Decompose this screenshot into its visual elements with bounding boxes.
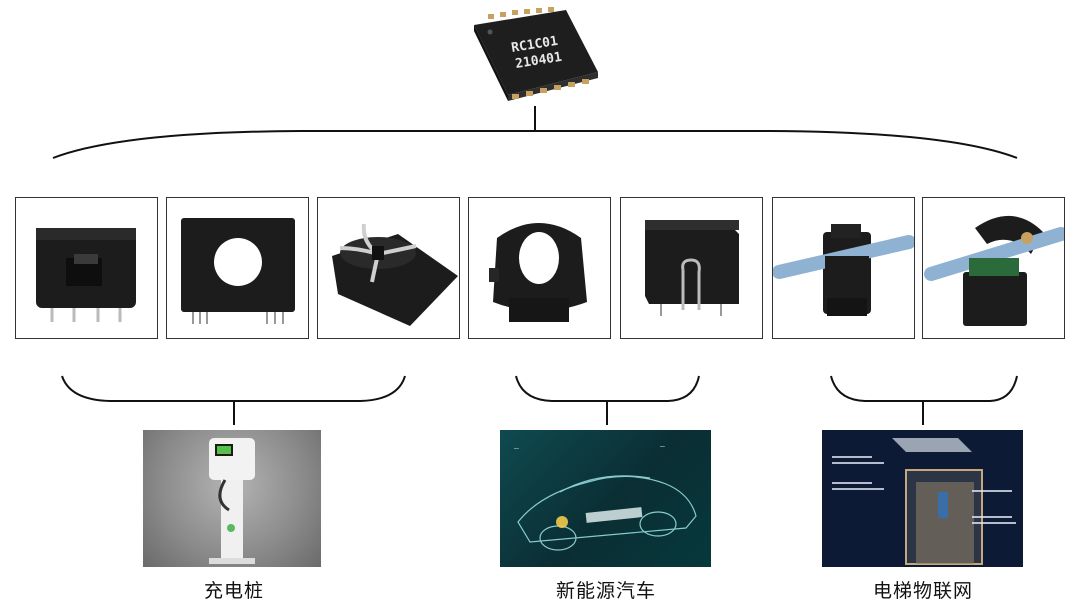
chip-icon: RC1C01 210401 xyxy=(474,7,598,101)
brace-ev xyxy=(515,375,700,402)
charging-pile-icon xyxy=(209,438,255,564)
sensor-icon xyxy=(332,223,458,326)
chip-label-2: 210401 xyxy=(514,50,563,72)
sensor-box-2 xyxy=(166,197,309,339)
sensor-icon xyxy=(773,224,914,316)
svg-text:━━: ━━ xyxy=(659,444,665,449)
sensor-box-1 xyxy=(15,197,158,339)
sensor-box-6 xyxy=(772,197,915,339)
chip-label-1: RC1C01 xyxy=(510,34,559,56)
sensor-icon xyxy=(645,220,739,316)
sensor-icon xyxy=(924,215,1064,326)
charging-pile-photo xyxy=(143,430,321,567)
sensor-icon xyxy=(36,228,136,322)
sensor-icon xyxy=(489,223,587,322)
app-label-charging: 充电桩 xyxy=(203,580,264,602)
app-label-ev: 新能源汽车 xyxy=(555,580,656,602)
brace-charging xyxy=(61,375,406,402)
car-icon: ━━ ━━ xyxy=(513,444,697,551)
elevator-photo xyxy=(822,430,1023,567)
ev-photo: ━━ ━━ xyxy=(500,430,711,567)
sensor-box-3 xyxy=(317,197,460,339)
app-label-elevator: 电梯物联网 xyxy=(872,580,973,602)
sensor-box-7 xyxy=(922,197,1065,339)
sensor-icon xyxy=(181,218,295,324)
top-brace xyxy=(52,130,1018,159)
sensor-box-4 xyxy=(468,197,611,339)
sensor-box-5 xyxy=(620,197,763,339)
brace-elevator xyxy=(830,375,1018,402)
svg-text:━━: ━━ xyxy=(513,446,519,451)
elevator-icon xyxy=(832,438,1016,565)
